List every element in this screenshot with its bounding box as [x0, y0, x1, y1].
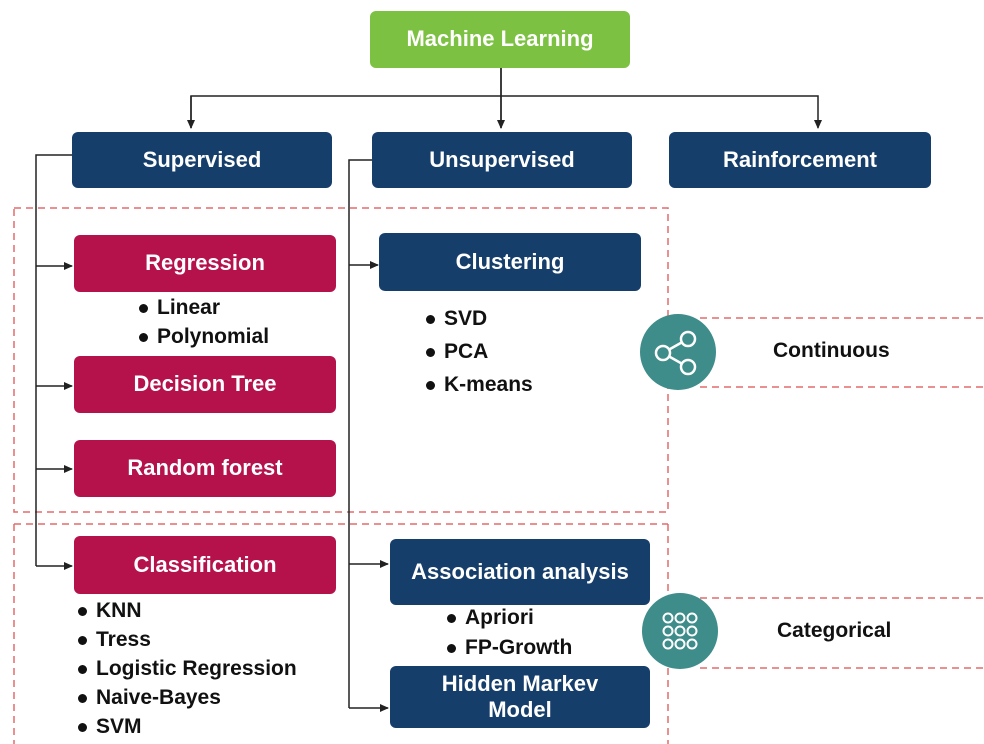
hidden-markov-model-node: Hidden Markev Model: [390, 666, 650, 728]
supervised-branch: [35, 154, 72, 566]
decision-tree-node: Decision Tree: [74, 356, 336, 413]
list-item: Apriori: [446, 603, 572, 633]
machine-learning-label: Machine Learning: [406, 26, 594, 52]
list-item: Linear: [138, 293, 269, 322]
classification-list: KNN Tress Logistic Regression Naive-Baye…: [77, 596, 297, 741]
supervised-label: Supervised: [142, 146, 262, 172]
decision-tree-label: Decision Tree: [133, 371, 277, 397]
random-forest-label: Random forest: [127, 455, 283, 481]
association-analysis-label: Association analysis: [411, 558, 629, 584]
supervised-node: Supervised: [72, 132, 332, 188]
continuous-label: Continuous: [773, 339, 890, 362]
list-item: Tress: [77, 625, 297, 654]
root-connector: [190, 68, 818, 128]
list-item: SVM: [77, 712, 297, 741]
unsupervised-label: Unsupervised: [429, 146, 575, 172]
dot-grid-icon: [642, 593, 718, 669]
share-nodes-icon: [640, 314, 716, 390]
categorical-label: Categorical: [777, 619, 892, 642]
unsupervised-node: Unsupervised: [372, 132, 632, 188]
list-item: Logistic Regression: [77, 654, 297, 683]
regression-list: Linear Polynomial: [138, 293, 269, 351]
list-item: PCA: [425, 335, 533, 368]
list-item: K-means: [425, 368, 533, 401]
reinforcement-node: Rainforcement: [669, 132, 931, 188]
list-item: Naive-Bayes: [77, 683, 297, 712]
clustering-list: SVD PCA K-means: [425, 302, 533, 401]
association-analysis-node: Association analysis: [390, 539, 650, 605]
classification-node: Classification: [74, 536, 336, 594]
regression-label: Regression: [145, 250, 265, 276]
list-item: SVD: [425, 302, 533, 335]
clustering-node: Clustering: [379, 233, 641, 291]
list-item: FP-Growth: [446, 633, 572, 663]
classification-label: Classification: [133, 551, 277, 577]
association-list: Apriori FP-Growth: [446, 603, 572, 663]
list-item: KNN: [77, 596, 297, 625]
hidden-markov-model-label: Hidden Markev Model: [441, 670, 599, 722]
random-forest-node: Random forest: [74, 440, 336, 497]
list-item: Polynomial: [138, 322, 269, 351]
clustering-label: Clustering: [455, 248, 565, 274]
regression-node: Regression: [74, 235, 336, 292]
unsupervised-branch: [348, 159, 372, 708]
machine-learning-node: Machine Learning: [370, 11, 630, 68]
reinforcement-label: Rainforcement: [722, 146, 878, 172]
continuous-region-border: [13, 207, 669, 513]
